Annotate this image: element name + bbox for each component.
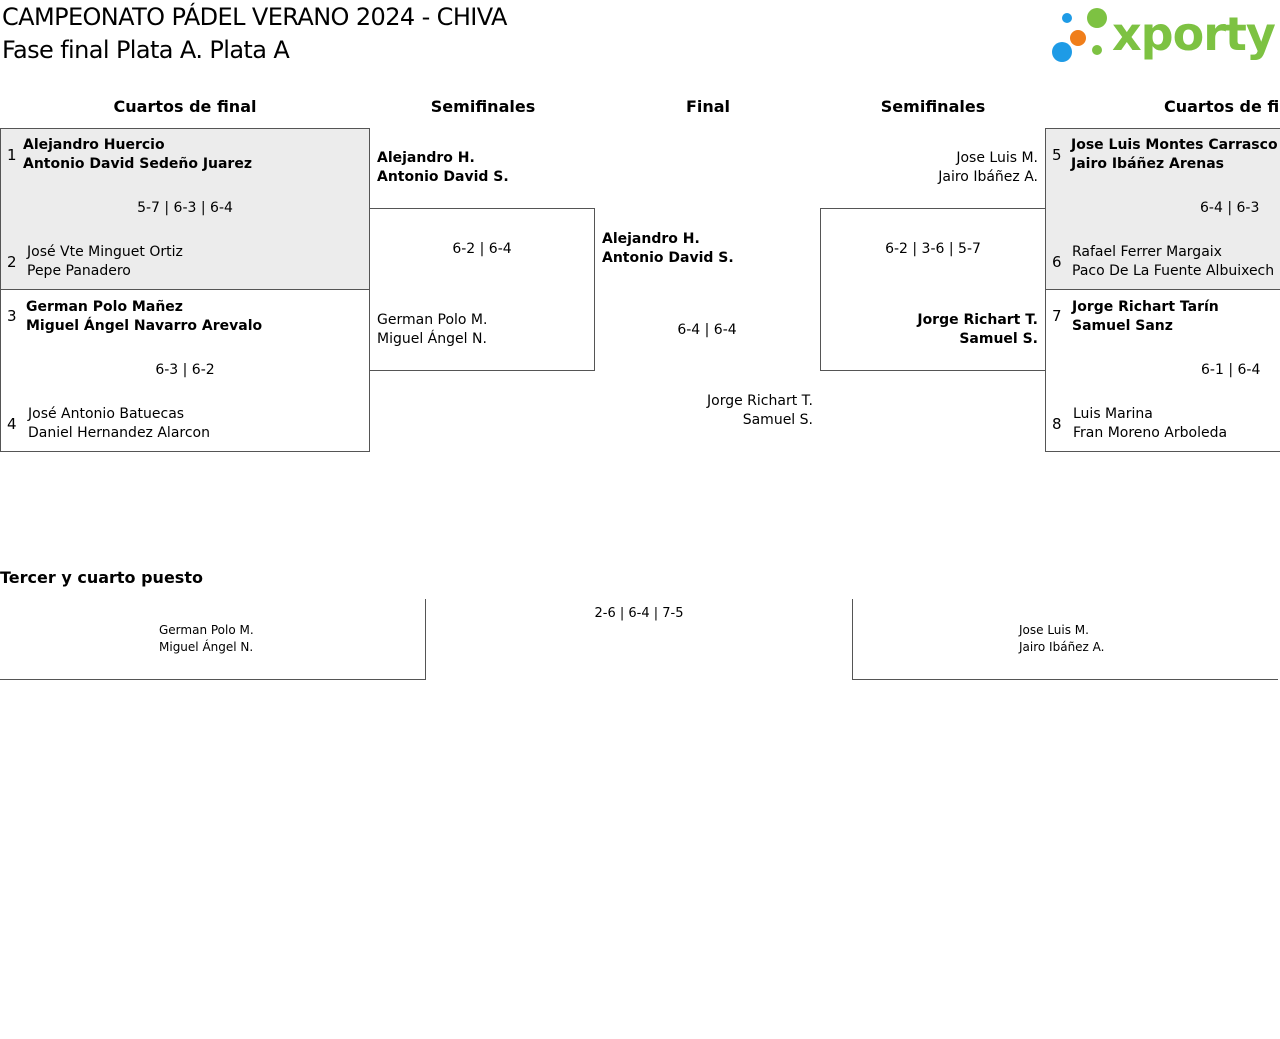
qf-match-4[interactable] bbox=[1045, 289, 1280, 452]
player-name: Jorge Richart T. bbox=[917, 312, 1038, 328]
third-place-team-b[interactable]: Jose Luis M. Jairo Ibáñez A. bbox=[1019, 622, 1104, 656]
player-name: Samuel Sanz bbox=[1072, 318, 1173, 334]
player-name: Pepe Panadero bbox=[27, 263, 131, 279]
player-name: Samuel S. bbox=[959, 331, 1038, 347]
player-name: German Polo Mañez bbox=[26, 299, 183, 315]
player-name: Jairo Ibáñez A. bbox=[1019, 640, 1105, 654]
sf-right-team-b[interactable]: Jorge Richart T. Samuel S. bbox=[917, 311, 1038, 349]
player-name: Jose Luis M. bbox=[956, 150, 1038, 166]
player-name: José Antonio Batuecas bbox=[28, 406, 185, 422]
player-name: Miguel Ángel Navarro Arevalo bbox=[26, 318, 263, 334]
player-name: Alejandro H. bbox=[602, 231, 700, 247]
player-name: Fran Moreno Arboleda bbox=[1073, 425, 1228, 441]
player-name: José Vte Minguet Ortiz bbox=[27, 244, 183, 260]
qf-1-score: 5-7 | 6-3 | 6-4 bbox=[137, 200, 233, 216]
header-right-semis: Semifinales bbox=[880, 97, 986, 116]
player-name: Alejandro H. bbox=[377, 150, 475, 166]
seed-3: 3 bbox=[7, 307, 17, 325]
header-left-semis: Semifinales bbox=[430, 97, 536, 116]
header-right-quarters: Cuartos de final bbox=[1164, 97, 1280, 116]
third-place-team-a[interactable]: German Polo M. Miguel Ángel N. bbox=[159, 622, 254, 656]
team-6-names[interactable]: Rafael Ferrer Margaix Paco De La Fuente … bbox=[1072, 243, 1274, 281]
team-8-names[interactable]: Luis Marina Fran Moreno Arboleda bbox=[1073, 405, 1227, 443]
logo-wordmark: xporty bbox=[1112, 7, 1276, 61]
seed-6: 6 bbox=[1052, 253, 1062, 271]
team-4-names[interactable]: José Antonio Batuecas Daniel Hernandez A… bbox=[28, 405, 210, 443]
player-name: Paco De La Fuente Albuixech bbox=[1072, 263, 1275, 279]
qf-match-1[interactable] bbox=[0, 128, 370, 290]
seed-5: 5 bbox=[1052, 146, 1062, 164]
player-name: Antonio David S. bbox=[602, 250, 734, 266]
third-place-score: 2-6 | 6-4 | 7-5 bbox=[594, 606, 684, 621]
third-place-label: Tercer y cuarto puesto bbox=[0, 568, 203, 587]
player-name: Jose Luis M. bbox=[1019, 623, 1089, 637]
sf-right-score: 6-2 | 3-6 | 5-7 bbox=[885, 241, 981, 257]
player-name: Alejandro Huercio bbox=[23, 137, 165, 153]
sf-left-team-a[interactable]: Alejandro H. Antonio David S. bbox=[377, 149, 509, 187]
team-1-names[interactable]: Alejandro Huercio Antonio David Sedeño J… bbox=[23, 136, 252, 174]
seed-7: 7 bbox=[1052, 307, 1062, 325]
player-name: German Polo M. bbox=[159, 623, 254, 637]
third-place-left-box[interactable] bbox=[0, 599, 426, 680]
player-name: Daniel Hernandez Alarcon bbox=[28, 425, 210, 441]
player-name: Jorge Richart Tarín bbox=[1072, 299, 1219, 315]
player-name: Antonio David S. bbox=[377, 169, 509, 185]
page-subtitle: Fase final Plata A. Plata A bbox=[2, 36, 290, 64]
player-name: Samuel S. bbox=[742, 412, 813, 428]
seed-2: 2 bbox=[7, 253, 17, 271]
xporty-logo: xporty bbox=[1050, 4, 1276, 66]
final-team-b[interactable]: Jorge Richart T. Samuel S. bbox=[707, 392, 813, 430]
player-name: Rafael Ferrer Margaix bbox=[1072, 244, 1222, 260]
sf-left-team-b[interactable]: German Polo M. Miguel Ángel N. bbox=[377, 311, 487, 349]
logo-dots-icon bbox=[1052, 8, 1107, 62]
team-3-names[interactable]: German Polo Mañez Miguel Ángel Navarro A… bbox=[26, 298, 262, 336]
header-left-quarters: Cuartos de final bbox=[113, 97, 257, 116]
final-score: 6-4 | 6-4 bbox=[677, 322, 737, 338]
third-place-right-box[interactable] bbox=[852, 599, 1278, 680]
page-title: CAMPEONATO PÁDEL VERANO 2024 - CHIVA bbox=[2, 3, 507, 31]
player-name: German Polo M. bbox=[377, 312, 488, 328]
player-name: Luis Marina bbox=[1073, 406, 1153, 422]
seed-1: 1 bbox=[7, 146, 17, 164]
qf-2-score: 6-3 | 6-2 bbox=[155, 362, 215, 378]
player-name: Antonio David Sedeño Juarez bbox=[23, 156, 252, 172]
team-2-names[interactable]: José Vte Minguet Ortiz Pepe Panadero bbox=[27, 243, 183, 281]
sf-left-score: 6-2 | 6-4 bbox=[452, 241, 512, 257]
team-7-names[interactable]: Jorge Richart Tarín Samuel Sanz bbox=[1072, 298, 1219, 336]
player-name: Jairo Ibáñez A. bbox=[938, 169, 1038, 185]
header-final: Final bbox=[685, 97, 731, 116]
player-name: Jorge Richart T. bbox=[707, 393, 813, 409]
player-name: Miguel Ángel N. bbox=[159, 640, 254, 654]
player-name: Jairo Ibáñez Arenas bbox=[1071, 156, 1224, 172]
qf-3-score: 6-4 | 6-3 bbox=[1200, 200, 1260, 216]
final-team-a[interactable]: Alejandro H. Antonio David S. bbox=[602, 230, 734, 268]
seed-4: 4 bbox=[7, 415, 17, 433]
player-name: Miguel Ángel N. bbox=[377, 331, 487, 347]
player-name: Jose Luis Montes Carrasco bbox=[1071, 137, 1278, 153]
sf-left-match[interactable] bbox=[369, 208, 595, 371]
sf-right-team-a[interactable]: Jose Luis M. Jairo Ibáñez A. bbox=[938, 149, 1038, 187]
team-5-names[interactable]: Jose Luis Montes Carrasco Jairo Ibáñez A… bbox=[1071, 136, 1278, 174]
qf-4-score: 6-1 | 6-4 bbox=[1201, 362, 1261, 378]
seed-8: 8 bbox=[1052, 415, 1062, 433]
